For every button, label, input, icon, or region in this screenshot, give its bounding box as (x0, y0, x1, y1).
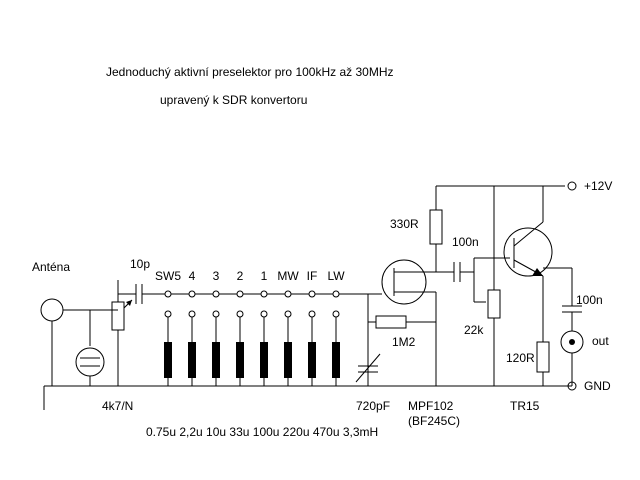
switch-contact-bottom (236, 310, 244, 318)
label-pot-22k: 22k (464, 323, 484, 337)
label-inductors: 0.75u 2,2u 10u 33u 100u 220u 470u 3,3mH (146, 425, 378, 439)
supply-terminal (567, 181, 577, 191)
label-out: out (592, 334, 609, 348)
label-cap-100n-coupling: 100n (452, 235, 479, 249)
switch-contact-bottom (260, 310, 268, 318)
antenna-connector (40, 298, 64, 322)
label-supply: +12V (584, 179, 612, 193)
wiring (40, 181, 584, 410)
switch-contact-top (332, 290, 340, 298)
switch-contact-top (188, 290, 196, 298)
label-pot-4k7: 4k7/N (102, 399, 133, 413)
arrestor-symbol (75, 347, 105, 377)
inductor-coil (260, 342, 268, 378)
label-res-120r: 120R (506, 351, 535, 365)
title-line-2: upravený k SDR konvertoru (160, 93, 307, 107)
switch-contact-top (284, 290, 292, 298)
label-fet: MPF102 (408, 399, 454, 413)
band-label: 2 (237, 269, 244, 283)
filled-parts (126, 268, 575, 345)
title-line-1: Jednoduchý aktivní preselektor pro 100kH… (106, 65, 393, 79)
switch-contact-bottom (188, 310, 196, 318)
label-antenna: Anténa (32, 260, 70, 274)
inductor-coil (188, 342, 196, 378)
label-var-cap: 720pF (356, 399, 390, 413)
switch-contact-top (212, 290, 220, 298)
band-label: LW (327, 269, 345, 283)
band-label: SW5 (155, 269, 181, 283)
label-res-1m2: 1M2 (392, 335, 416, 349)
switch-contact-bottom (308, 310, 316, 318)
label-cap-10p: 10p (130, 257, 150, 271)
fet-symbol (381, 259, 427, 305)
inductor-coil (308, 342, 316, 378)
band-label: MW (277, 269, 299, 283)
inductor-coil (332, 342, 340, 378)
band-label: 1 (261, 269, 268, 283)
label-gnd: GND (584, 379, 611, 393)
switch-contact-bottom (284, 310, 292, 318)
switch-contact-bottom (212, 310, 220, 318)
switch-contact-top (260, 290, 268, 298)
inductor-coil (236, 342, 244, 378)
switch-contact-bottom (164, 310, 172, 318)
switch-contact-bottom (332, 310, 340, 318)
switch-contact-top (308, 290, 316, 298)
inductor-coil (212, 342, 220, 378)
gnd-terminal (567, 381, 577, 391)
resistor-120r (536, 341, 550, 373)
band-switch: SW5 4 3 2 1 MW IF LW (155, 269, 345, 386)
pot-22k (487, 289, 501, 319)
band-label: 4 (189, 269, 196, 283)
label-fet-alt: (BF245C) (408, 414, 460, 428)
switch-contact-top (164, 290, 172, 298)
switch-contact-top (236, 290, 244, 298)
band-label: IF (307, 269, 318, 283)
inductor-coil (164, 342, 172, 378)
label-transistor: TR15 (510, 399, 540, 413)
band-label: 3 (213, 269, 220, 283)
label-res-330r: 330R (390, 217, 419, 231)
inductor-coil (284, 342, 292, 378)
transistor-symbol (503, 227, 553, 277)
resistor-1m2 (375, 315, 407, 329)
label-cap-100n-out: 100n (576, 293, 603, 307)
resistor-330r (429, 209, 443, 245)
pot-4k7 (111, 301, 125, 331)
